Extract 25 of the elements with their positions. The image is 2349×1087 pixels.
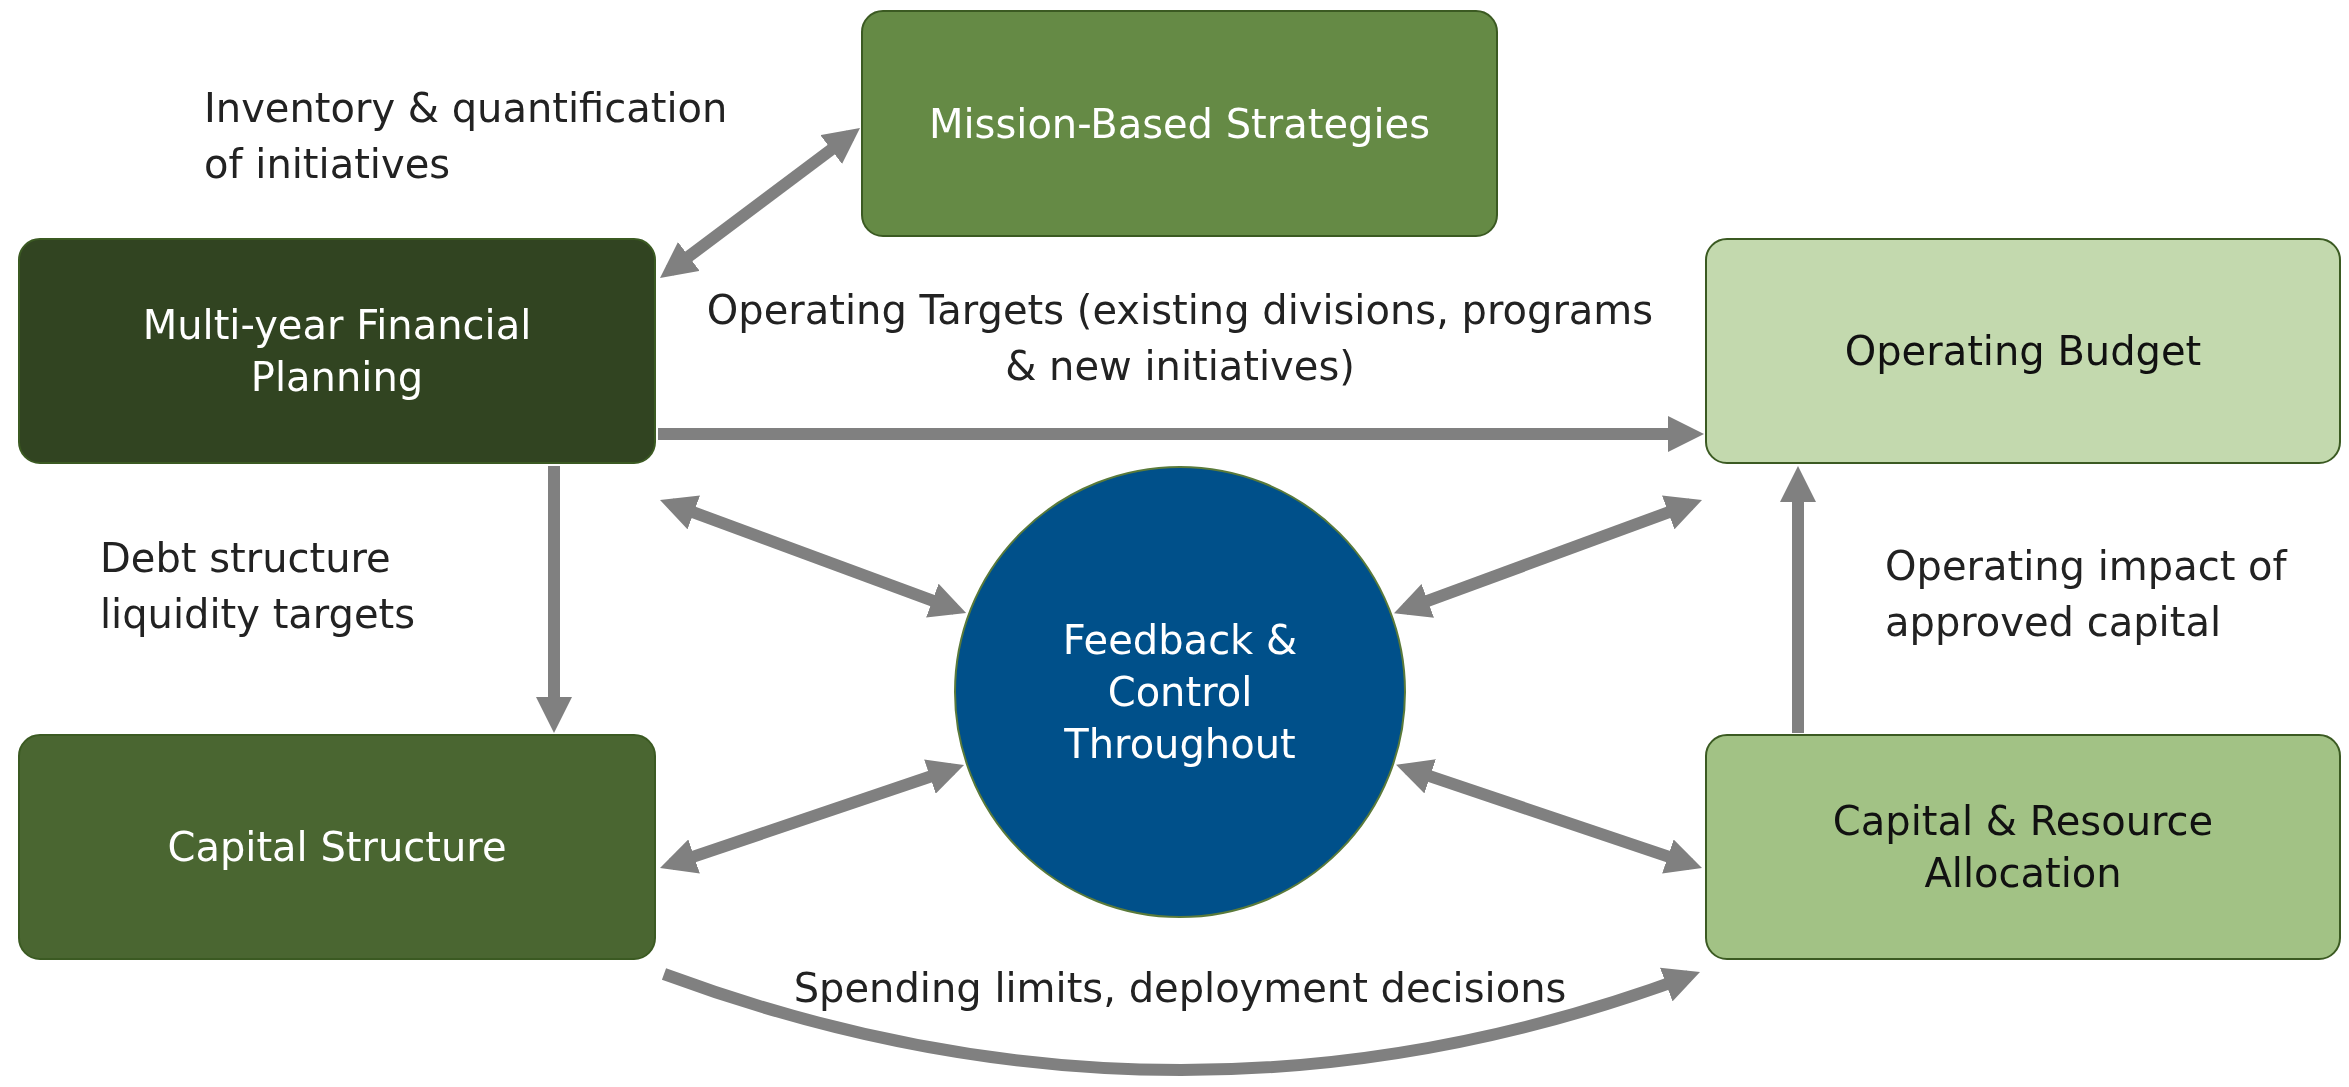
- edge-label: Debt structure liquidity targets: [100, 534, 417, 639]
- process-box: [1705, 238, 2341, 464]
- arrow: [1396, 759, 1702, 874]
- arrow: [660, 759, 965, 874]
- process-box: [18, 734, 656, 960]
- node-label: Mission-Based Strategies: [927, 99, 1431, 149]
- node-label: Feedback & Control Throughout: [1061, 616, 1299, 769]
- edge-label: Operating Targets (existing divisions, programs & new initiatives): [705, 286, 1655, 391]
- process-box: [1705, 734, 2341, 960]
- arrow: [662, 966, 1701, 1076]
- arrow: [1394, 495, 1702, 618]
- edge-label: Spending limits, deployment decisions: [792, 964, 1568, 1013]
- arrow: [660, 128, 860, 278]
- edge-label: Operating impact of approved capital: [1885, 542, 2289, 647]
- process-box: [18, 238, 656, 464]
- process-box: [861, 10, 1498, 237]
- node-label: Capital Structure: [166, 823, 508, 872]
- arrow: [660, 495, 967, 618]
- node-label: Capital & Resource Allocation: [1831, 797, 2215, 898]
- node-label: Multi-year Financial Planning: [141, 301, 533, 402]
- arrow: [1780, 466, 1816, 733]
- arrow: [536, 466, 572, 733]
- edge-label: Inventory & quantification of initiatives: [204, 84, 729, 189]
- node-label: Operating Budget: [1843, 327, 2203, 376]
- arrow: [658, 416, 1704, 452]
